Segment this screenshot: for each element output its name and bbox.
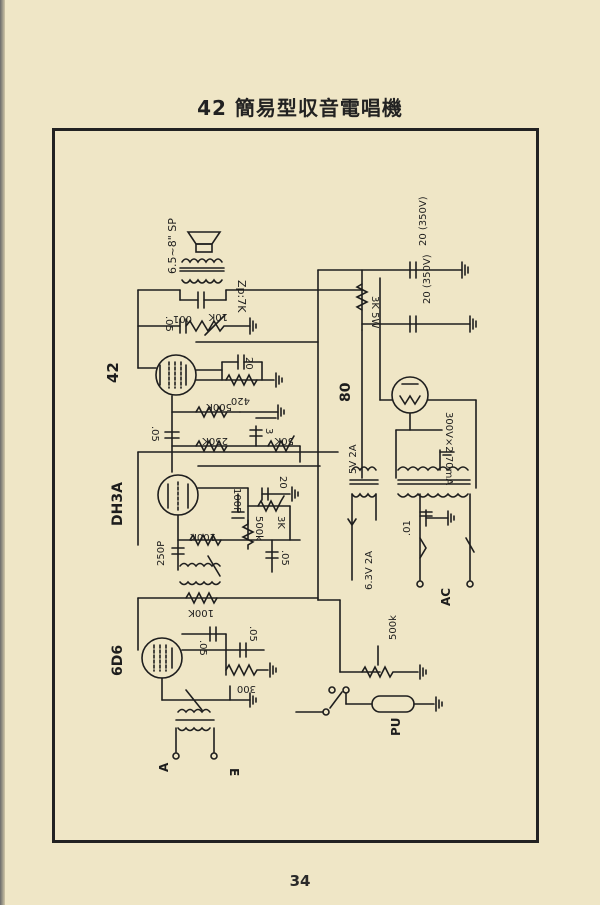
cap-05-6d6-label: .05	[197, 640, 208, 656]
earth-e-label: E	[227, 768, 241, 776]
cap-05-6d6b-label: .05	[247, 626, 258, 642]
page-title: 42 簡易型収音電唱機	[197, 96, 403, 120]
tube-42-symbol	[155, 354, 197, 396]
pot-10k-label: 10K	[208, 311, 228, 322]
res-50k-label: 50K	[274, 435, 294, 446]
cap-20-top-label: 20	[243, 357, 254, 370]
pu-label: PU	[389, 717, 403, 736]
ground-symbol	[275, 372, 283, 388]
res-500k-a-label: 500K	[206, 401, 232, 412]
antenna-coil	[175, 689, 215, 732]
trans-5v-label: 5V 2A	[348, 444, 359, 474]
pickup-symbol	[371, 695, 415, 713]
cap-001-label: 001	[173, 313, 192, 324]
tube-dh3a-symbol	[157, 474, 199, 516]
ground-symbol	[249, 692, 257, 708]
tube-6d6-symbol	[141, 637, 183, 679]
ground-symbol	[461, 261, 469, 279]
trans-63v-label: 6.3V 2A	[364, 551, 375, 590]
res-100k-a-label: 100K	[190, 531, 216, 542]
trans-hv-label: 300V×2 70mA	[443, 412, 454, 485]
cap-01-label: .01	[402, 520, 413, 536]
power-transformer	[349, 466, 471, 498]
cap-3-label: 3	[263, 428, 274, 434]
res-500k-b-label: 500k	[253, 516, 264, 541]
res-3k-mid-label: 3K	[275, 516, 286, 529]
schematic-frame	[52, 128, 539, 843]
res-420-label: 420	[231, 395, 250, 406]
antenna-a-label: A	[157, 762, 171, 772]
rf-transformer	[179, 555, 221, 586]
tube-label-80: 80	[338, 382, 354, 402]
cap-05-mid-label: .05	[149, 426, 160, 442]
vol-500k-label: 500k	[388, 615, 399, 640]
ground-symbol	[419, 664, 427, 680]
cap-05-dh-label: .05	[279, 550, 290, 566]
ac-label: AC	[439, 588, 453, 606]
tube-label-6d6: 6D6	[110, 645, 126, 676]
res-250k-label: 250K	[202, 435, 228, 446]
res-100k-b-label: 100K	[188, 607, 214, 618]
ground-symbol	[249, 317, 257, 335]
ground-symbol	[277, 404, 285, 420]
ground-symbol	[435, 696, 443, 712]
ground-symbol	[469, 315, 477, 333]
page-number: 34	[289, 872, 311, 890]
cap-05-top-label: .05	[163, 316, 174, 332]
ps-res-label: 3K 5W	[369, 296, 380, 328]
ps-cap1-label: 20 (350V)	[418, 196, 429, 246]
res-300-label: 300	[237, 683, 256, 694]
speaker-label: 6.5~8" SP	[166, 218, 179, 274]
tube-label-dh3a: DH3A	[110, 482, 126, 526]
ps-cap2-label: 20 (350V)	[422, 254, 433, 304]
output-transformer	[179, 258, 225, 284]
ground-symbol	[439, 451, 455, 456]
component-labels: 42 80 DH3A 6D6 6.5~8" SP Zp:7K .05 001 1…	[104, 196, 454, 776]
cap-250p-label: 250P	[156, 541, 167, 566]
ground-symbol	[269, 662, 277, 678]
page-binding-edge	[0, 0, 5, 905]
cap-100p-label: 100P	[231, 488, 242, 513]
ground-symbol	[291, 486, 299, 502]
tube-80-symbol	[391, 376, 429, 414]
tube-label-42: 42	[104, 362, 122, 383]
speaker-symbol	[186, 231, 222, 253]
zp-label: Zp:7K	[235, 280, 248, 313]
cap-20-mid-label: 20	[277, 476, 288, 489]
ground-symbol	[447, 510, 455, 526]
